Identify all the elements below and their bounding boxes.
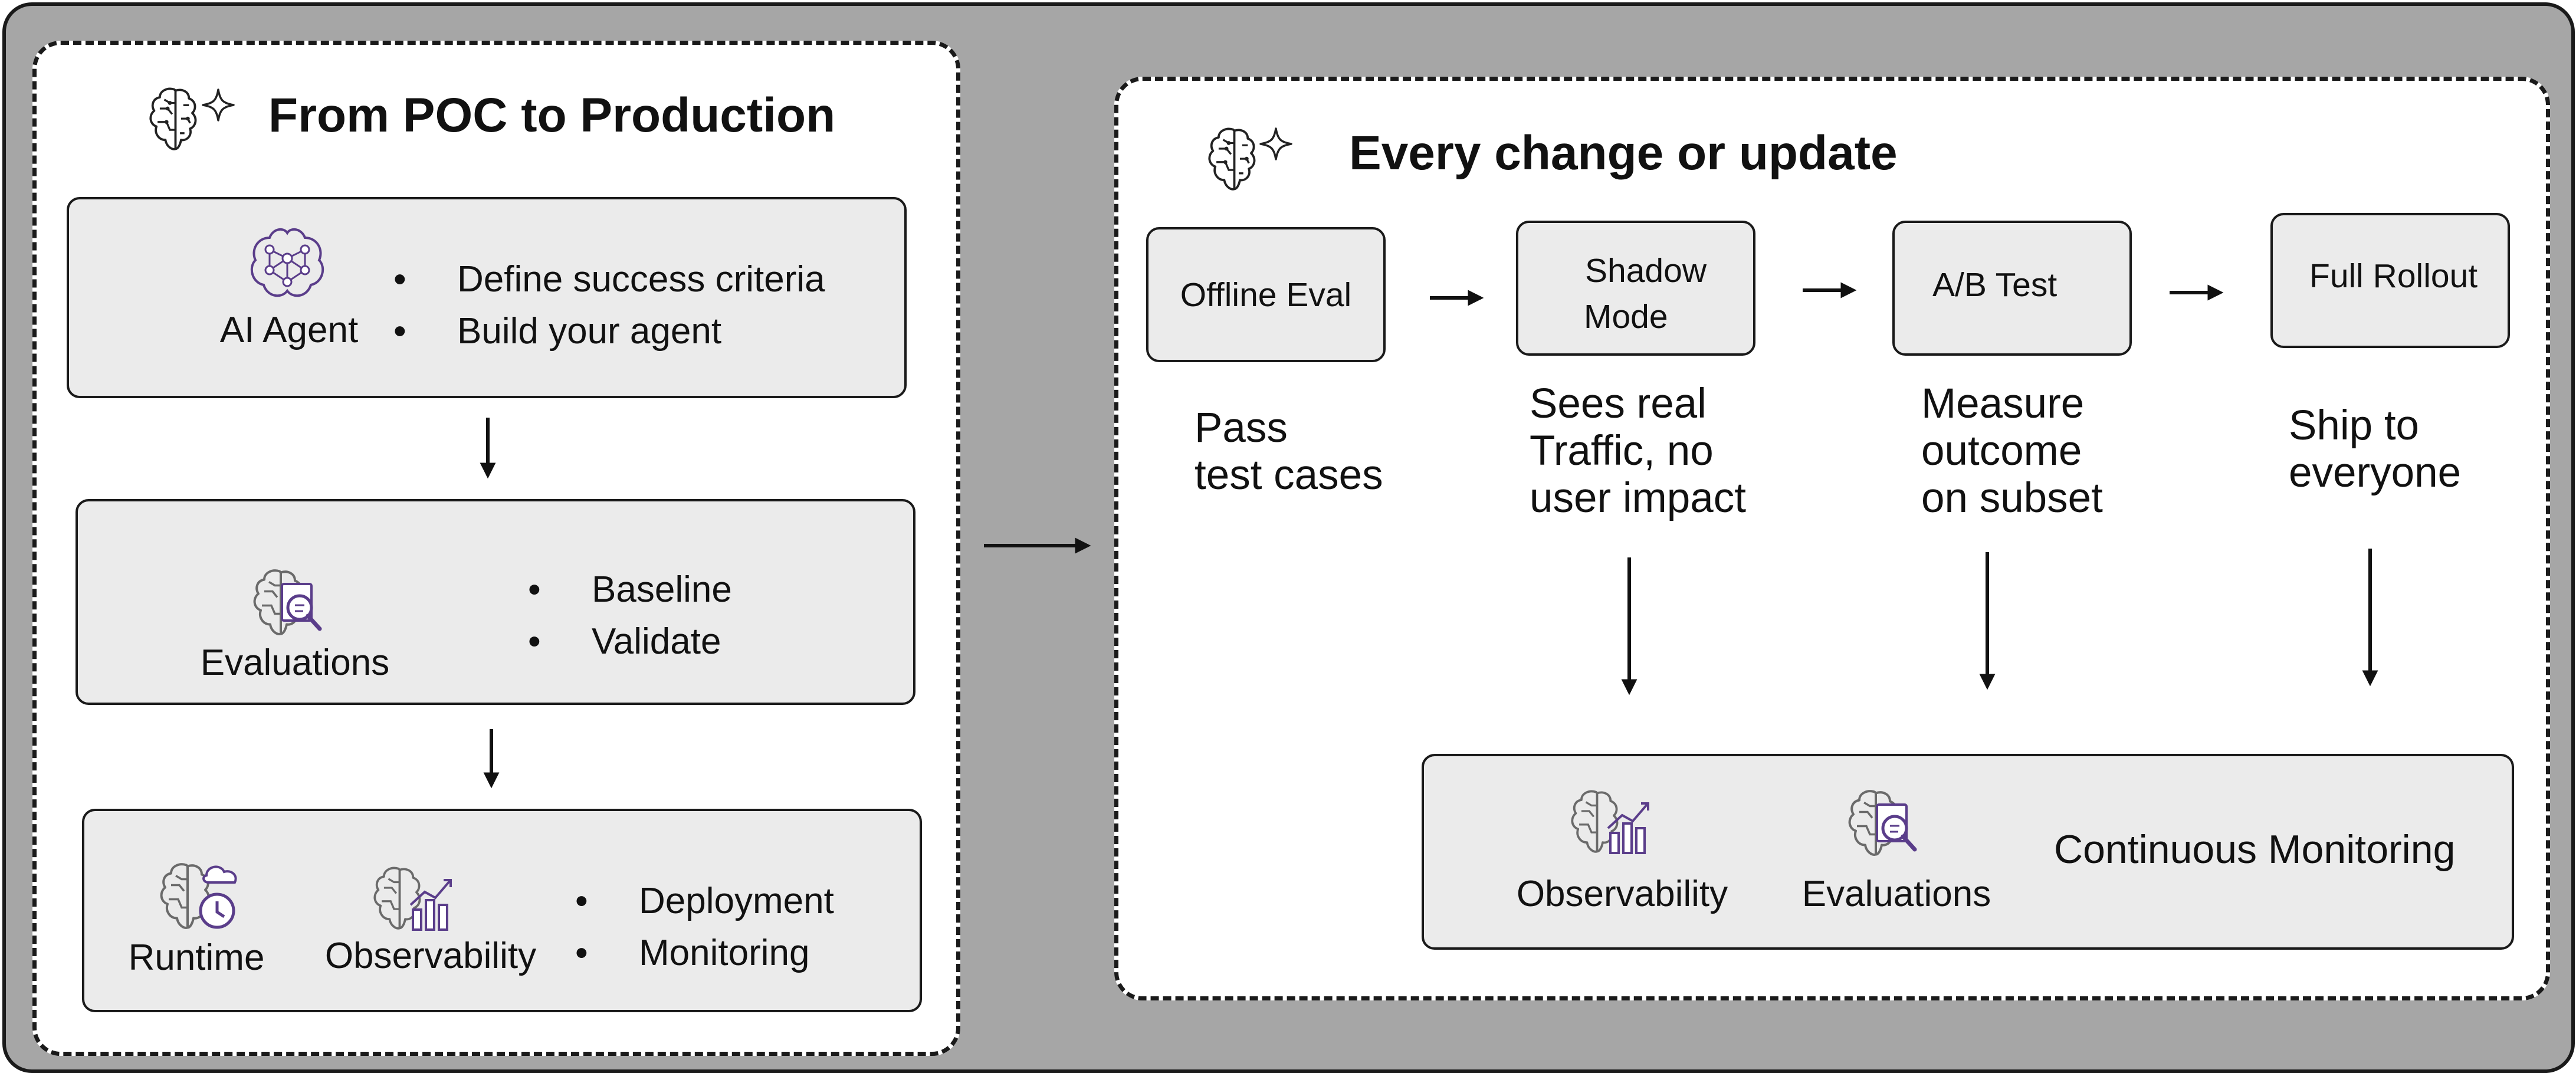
offline-eval-description: Pass test cases bbox=[1195, 405, 1383, 499]
shadow-mode-description: Sees real Traffic, no user impact bbox=[1530, 380, 1746, 522]
monitoring-evaluations-label: Evaluations bbox=[1801, 874, 1991, 914]
full-rollout-desc-line1: Ship to bbox=[2289, 402, 2420, 449]
continuous-monitoring-label: Continuous Monitoring bbox=[2054, 827, 2456, 872]
down-arrow-1 bbox=[480, 418, 496, 479]
brain-chart-icon bbox=[373, 867, 452, 931]
ab-test-description: Measure outcome on subset bbox=[1921, 380, 2103, 522]
full-rollout-desc-line2: everyone bbox=[2289, 449, 2462, 496]
shadow-mode-desc-line3: user impact bbox=[1530, 475, 1746, 521]
neural-network-icon bbox=[250, 228, 324, 297]
ab-test-step bbox=[1892, 221, 2132, 356]
ai-agent-bullets: Define success criteria Build your agent bbox=[393, 254, 825, 357]
runtime-bullets: Deployment Monitoring bbox=[575, 875, 834, 979]
shadow-mode-desc-line1: Sees real bbox=[1530, 380, 1707, 427]
ab-test-desc-line3: on subset bbox=[1921, 475, 2103, 521]
bullet-deployment: Deployment bbox=[575, 875, 834, 927]
brain-search-icon bbox=[1846, 787, 1917, 864]
brain-sparkle-icon bbox=[1206, 110, 1292, 210]
monitor-arrow-1 bbox=[1621, 557, 1638, 695]
brain-search-icon bbox=[251, 566, 322, 643]
left-panel-title: From POC to Production bbox=[268, 88, 836, 142]
full-rollout-label: Full Rollout bbox=[2309, 257, 2478, 295]
bullet-baseline: Baseline bbox=[528, 564, 732, 616]
bullet-define-success-criteria: Define success criteria bbox=[393, 254, 825, 306]
offline-eval-desc-line2: test cases bbox=[1195, 452, 1383, 498]
offline-eval-step bbox=[1146, 227, 1386, 362]
evaluations-bullets: Baseline Validate bbox=[528, 564, 732, 668]
monitor-arrow-2 bbox=[1979, 552, 1996, 690]
full-rollout-step bbox=[2270, 213, 2510, 348]
panel-connector-arrow bbox=[984, 537, 1091, 554]
evaluations-stage bbox=[76, 499, 915, 705]
shadow-mode-label-line1: Shadow bbox=[1585, 252, 1707, 290]
monitor-arrow-3 bbox=[2362, 549, 2378, 687]
runtime-label: Runtime bbox=[128, 937, 265, 978]
brain-cloud-clock-icon bbox=[158, 860, 237, 937]
shadow-mode-desc-line2: Traffic, no bbox=[1530, 428, 1714, 474]
shadow-mode-label-line2: Mode bbox=[1584, 298, 1668, 336]
continuous-monitoring-box bbox=[1422, 754, 2514, 950]
step-arrow-1 bbox=[1430, 290, 1484, 306]
brain-sparkle-icon bbox=[147, 70, 235, 170]
offline-eval-label: Offline Eval bbox=[1180, 276, 1352, 314]
down-arrow-2 bbox=[483, 729, 500, 789]
shadow-mode-step bbox=[1516, 221, 1755, 356]
brain-chart-icon bbox=[1571, 790, 1649, 854]
shadow-mode-label: Shadow Mode bbox=[1584, 248, 1707, 340]
observability-label: Observability bbox=[324, 936, 537, 976]
monitoring-observability-label: Observability bbox=[1516, 874, 1728, 914]
step-arrow-2 bbox=[1803, 282, 1857, 298]
full-rollout-description: Ship to everyone bbox=[2289, 402, 2461, 497]
ai-agent-label: AI Agent bbox=[219, 310, 359, 350]
step-arrow-3 bbox=[2170, 284, 2224, 301]
evaluations-label: Evaluations bbox=[200, 642, 390, 683]
right-panel-title: Every change or update bbox=[1349, 126, 1898, 180]
ab-test-desc-line1: Measure bbox=[1921, 380, 2085, 427]
ab-test-label: A/B Test bbox=[1932, 266, 2057, 304]
ab-test-desc-line2: outcome bbox=[1921, 428, 2082, 474]
bullet-build-your-agent: Build your agent bbox=[393, 306, 825, 357]
bullet-validate: Validate bbox=[528, 616, 732, 668]
offline-eval-desc-line1: Pass bbox=[1195, 405, 1288, 451]
bullet-monitoring: Monitoring bbox=[575, 927, 834, 979]
